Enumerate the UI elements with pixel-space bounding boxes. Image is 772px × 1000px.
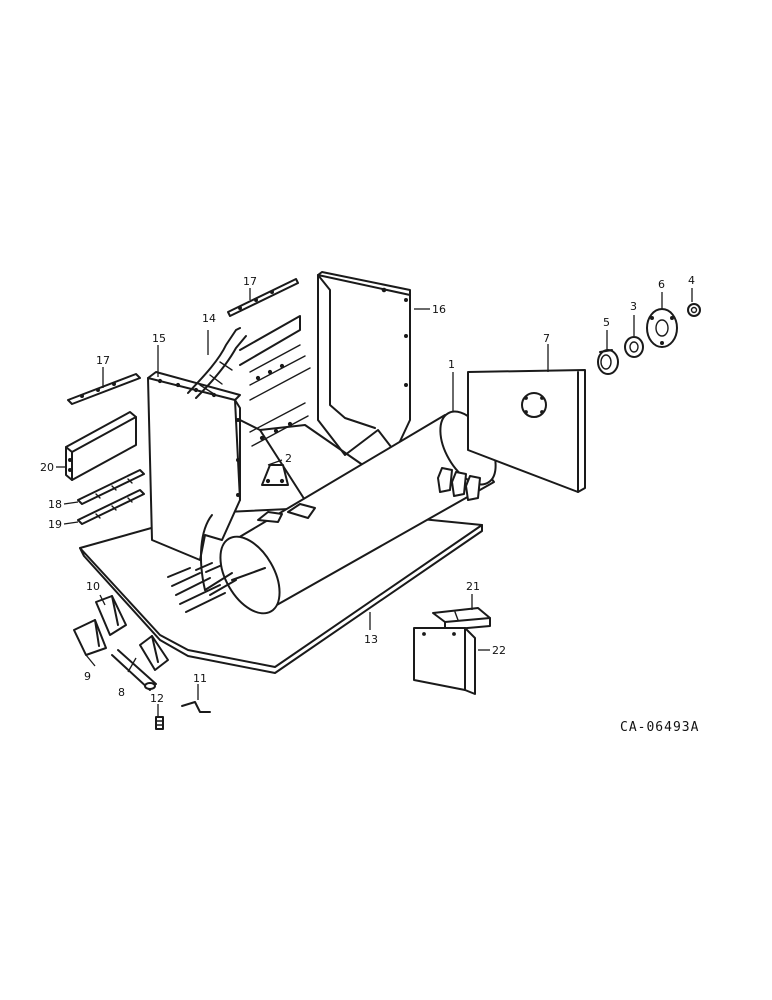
bracket-21 bbox=[432, 607, 491, 631]
bearing-5 bbox=[597, 349, 619, 375]
callout-3: 3 bbox=[630, 300, 637, 313]
strip-19 bbox=[77, 489, 145, 525]
top-strip-left bbox=[67, 373, 141, 405]
callout-6: 6 bbox=[658, 278, 665, 291]
rear-rails bbox=[239, 315, 311, 447]
bearing-3 bbox=[624, 336, 644, 358]
curved-panel bbox=[187, 327, 247, 399]
strip-18 bbox=[77, 469, 145, 505]
drum-paddles bbox=[257, 467, 481, 523]
callout-labels: 1 2 3 4 5 6 7 8 9 10 11 12 13 14 15 16 1… bbox=[40, 274, 695, 705]
callout-15: 15 bbox=[152, 332, 166, 345]
flange-6 bbox=[646, 308, 678, 348]
drawing-reference-code: CA-06493A bbox=[620, 720, 699, 735]
side-bar bbox=[65, 411, 137, 481]
hook-pin-11 bbox=[181, 701, 211, 713]
bracket-10 bbox=[95, 595, 127, 636]
callout-22: 22 bbox=[492, 644, 506, 657]
cover-22 bbox=[413, 627, 476, 695]
left-wall-panel bbox=[147, 371, 241, 561]
callout-12: 12 bbox=[150, 692, 164, 705]
shaft-8 bbox=[111, 635, 169, 691]
callout-11: 11 bbox=[193, 672, 207, 685]
callout-21: 21 bbox=[466, 580, 480, 593]
callout-17-upper: 17 bbox=[243, 275, 257, 288]
collar-4 bbox=[687, 303, 701, 317]
floor-slots bbox=[167, 562, 226, 613]
back-wall-panel bbox=[317, 271, 411, 456]
callout-9: 9 bbox=[84, 670, 91, 683]
callout-16: 16 bbox=[432, 303, 446, 316]
callout-20: 20 bbox=[40, 461, 54, 474]
callout-7: 7 bbox=[543, 332, 550, 345]
leader-lines bbox=[56, 288, 693, 716]
callout-10: 10 bbox=[86, 580, 100, 593]
callout-19: 19 bbox=[48, 518, 62, 531]
callout-2: 2 bbox=[285, 452, 292, 465]
foot-9 bbox=[73, 619, 107, 656]
bolt-12 bbox=[155, 716, 164, 730]
top-strip-upper bbox=[227, 278, 299, 317]
side-plate-panel bbox=[467, 369, 586, 493]
callout-17-left: 17 bbox=[96, 354, 110, 367]
callout-18: 18 bbox=[48, 498, 62, 511]
callout-1: 1 bbox=[448, 358, 455, 371]
callout-8: 8 bbox=[118, 686, 125, 699]
small-plate bbox=[261, 464, 289, 486]
callout-5: 5 bbox=[603, 316, 610, 329]
callout-14: 14 bbox=[202, 312, 216, 325]
callout-13: 13 bbox=[364, 633, 378, 646]
callout-4: 4 bbox=[688, 274, 695, 287]
